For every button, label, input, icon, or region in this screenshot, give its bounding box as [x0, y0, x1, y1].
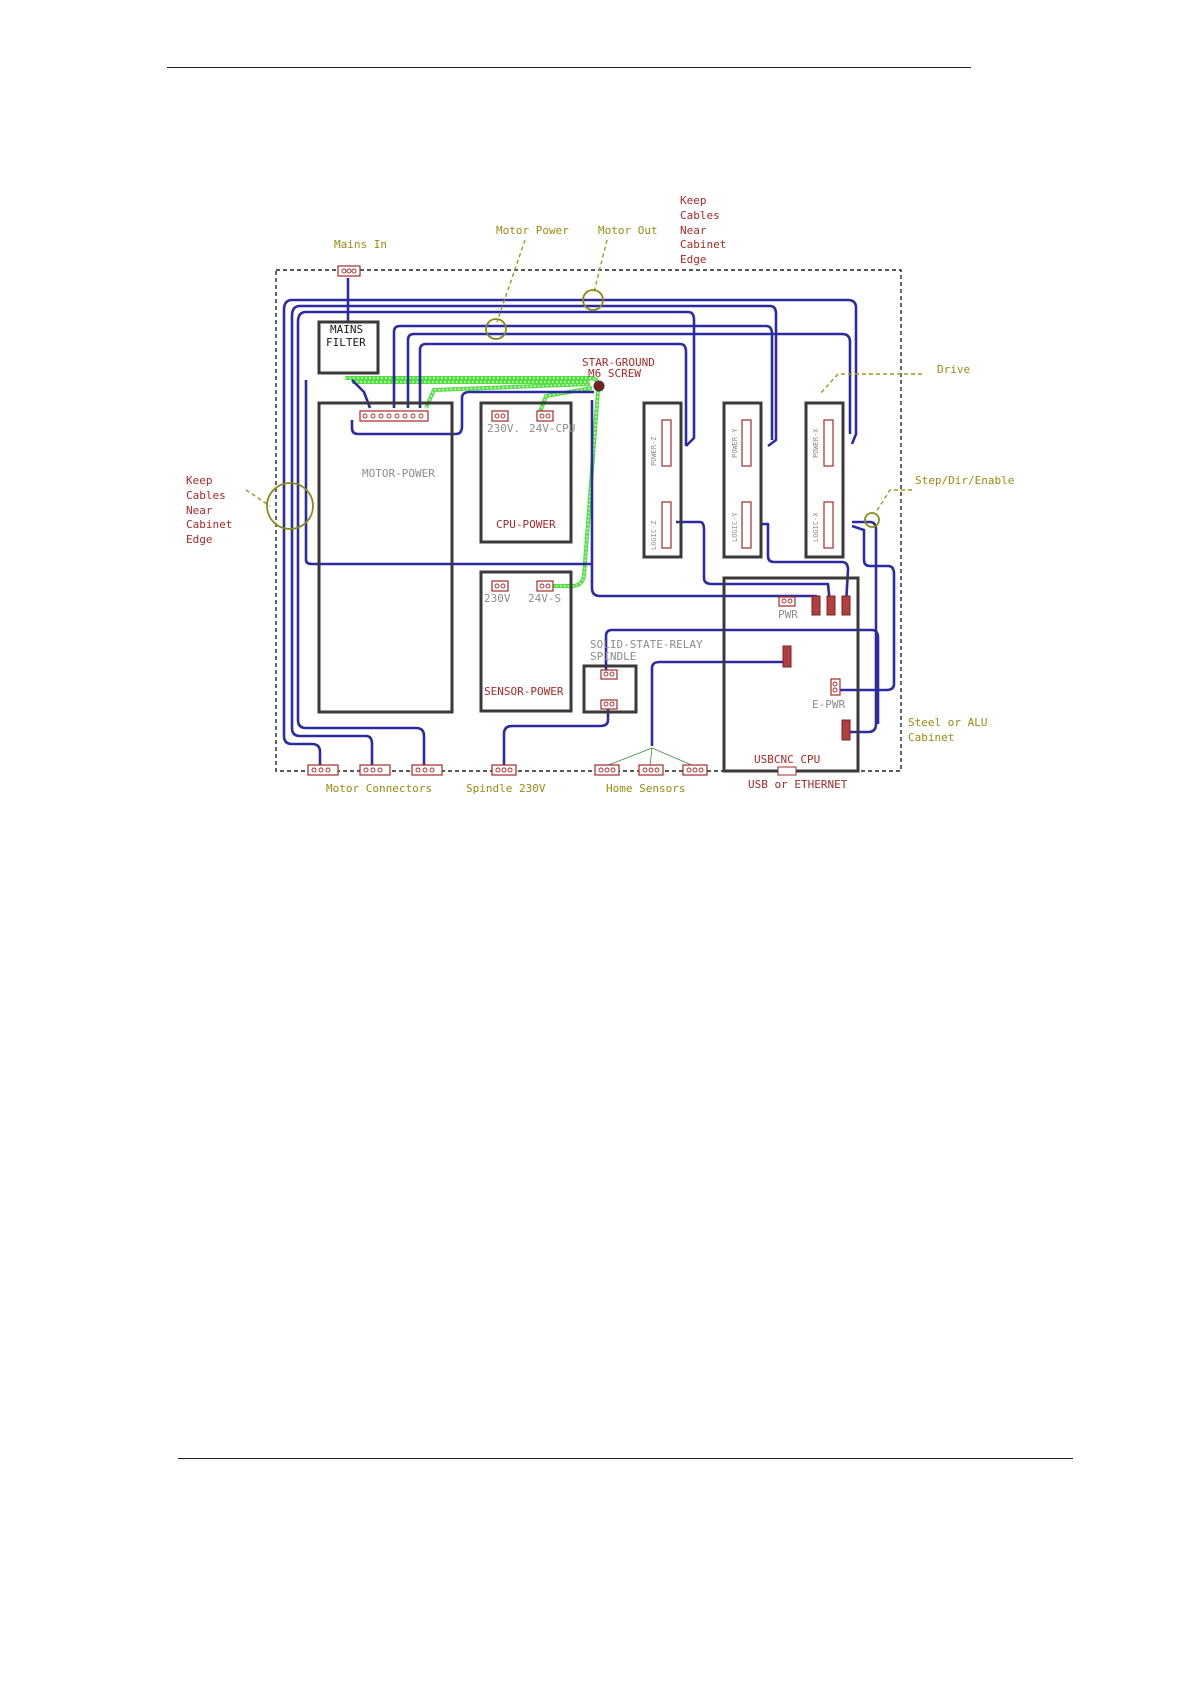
pwr-label: PWR: [778, 608, 798, 621]
drive-y-power-label: POWER-Y: [731, 428, 739, 458]
motor-out-ring: [582, 289, 604, 311]
drive-x-power-connector: [823, 419, 834, 467]
drive-x-power-label: POWER-X: [812, 428, 820, 458]
motor-power-annotation: Motor Power: [496, 224, 569, 237]
ground-wiring: [345, 376, 601, 588]
usb-ethernet-label: USB or ETHERNET: [748, 778, 848, 791]
ssr-label-1: SOLID-STATE-RELAY: [590, 638, 703, 651]
drive-y-block: [722, 401, 763, 559]
keep-cables-left-5: Edge: [186, 533, 213, 546]
cpu-24-connector: [536, 410, 554, 422]
keep-cables-left-4: Cabinet: [186, 518, 232, 531]
ssr-label-2: SPINDLE: [590, 650, 636, 663]
usb-port: [777, 766, 797, 776]
motor-power-block: [317, 401, 454, 714]
motor-power-terminal-strip: [359, 410, 429, 422]
motor-power-ring: [485, 318, 507, 340]
drive-vertical-labels: POWER-Z LOGIC-Z POWER-Y LOGIC-Y POWER-X …: [650, 428, 820, 550]
keep-cables-left-3: Near: [186, 504, 213, 517]
connectors: [307, 265, 841, 776]
drive-z-block: [642, 401, 683, 559]
star-ground-label-1: STAR-GROUND: [582, 356, 655, 369]
drive-x-logic-connector: [823, 501, 834, 549]
home-sensor-fan: [605, 747, 695, 767]
home-sensor-connector-2: [638, 764, 664, 776]
e-pwr-relay-block: [841, 719, 851, 741]
steel-alu-label-2: Cabinet: [908, 731, 954, 744]
sensor-24-label: 24V-S: [528, 592, 561, 605]
home-sensor-connector-1: [594, 764, 620, 776]
keep-cables-top-1: Keep: [680, 194, 707, 207]
cable-wiring: [282, 278, 896, 766]
header-rule: [167, 67, 971, 68]
sensor-24-connector: [536, 580, 554, 592]
annotation-leaders: [245, 239, 922, 530]
drive-x-logic-label: LOGIC-X: [812, 512, 820, 542]
sensor-power-label: SENSOR-POWER: [484, 685, 564, 698]
spindle-connector: [491, 764, 517, 776]
cpu-power-label: CPU-POWER: [496, 518, 556, 531]
mains-in-label: Mains In: [334, 238, 387, 251]
drive-y-power-connector: [741, 419, 752, 467]
drive-x-block: [804, 401, 845, 559]
keep-cables-left-1: Keep: [186, 474, 213, 487]
keep-cables-top-2: Cables: [680, 209, 720, 222]
keep-cables-top-4: Cabinet: [680, 238, 726, 251]
motor-power-label: MOTOR-POWER: [362, 467, 435, 480]
drive-z-power-connector: [661, 419, 672, 467]
cpu-230-connector: [491, 410, 509, 422]
home-sensor-connector-3: [682, 764, 708, 776]
sensor-230-connector: [491, 580, 509, 592]
cabinet-outline: [275, 269, 902, 772]
usbcnc-cpu-label: USBCNC CPU: [754, 753, 820, 766]
home-sensors-label: Home Sensors: [606, 782, 685, 795]
cpu-power-block: [479, 401, 573, 544]
star-ground-screw: [593, 380, 605, 392]
sensor-230-label: 230V: [484, 592, 511, 605]
mains-in-connector: [337, 265, 361, 277]
drive-z-logic-connector: [661, 501, 672, 549]
motor-connectors-label: Motor Connectors: [326, 782, 432, 795]
footer-rule: [178, 1458, 1073, 1459]
step-dir-enable-annotation: Step/Dir/Enable: [915, 474, 1014, 487]
relay-block-3: [841, 595, 851, 616]
sensor-power-block: [479, 570, 573, 713]
usbcnc-cpu-block: [722, 576, 860, 773]
ssr-block: [582, 664, 638, 714]
cpu-24-label: 24V-CPU: [529, 422, 575, 435]
motor-out-annotation: Motor Out: [598, 224, 658, 237]
drive-annotation: Drive: [937, 363, 970, 376]
drive-y-logic-connector: [741, 501, 752, 549]
spindle-relay-block: [782, 645, 792, 668]
mains-filter-label-2: FILTER: [326, 336, 366, 349]
keep-cables-left-ring: [266, 482, 314, 530]
relay-block-1: [811, 595, 821, 616]
spindle-230-label: Spindle 230V: [466, 782, 546, 795]
e-pwr-label: E-PWR: [812, 698, 845, 711]
drive-z-power-label: POWER-Z: [650, 436, 658, 466]
ssr-top-connector: [600, 669, 618, 680]
star-ground-label-2: M6 SCREW: [588, 367, 641, 380]
keep-cables-left-2: Cables: [186, 489, 226, 502]
e-pwr-connector: [830, 678, 841, 696]
drive-y-logic-label: LOGIC-Y: [731, 512, 739, 542]
keep-cables-top-5: Edge: [680, 253, 707, 266]
pwr-connector: [778, 596, 796, 607]
relay-block-2: [826, 595, 836, 616]
drive-z-logic-label: LOGIC-Z: [650, 520, 658, 550]
keep-cables-top-3: Near: [680, 224, 707, 237]
cpu-230-label: 230V.: [487, 422, 520, 435]
step-dir-ring: [864, 512, 880, 528]
mains-filter-block: [317, 320, 380, 375]
steel-alu-label-1: Steel or ALU: [908, 716, 987, 729]
ssr-bottom-connector: [600, 699, 618, 710]
mains-filter-label-1: MAINS: [330, 323, 363, 336]
